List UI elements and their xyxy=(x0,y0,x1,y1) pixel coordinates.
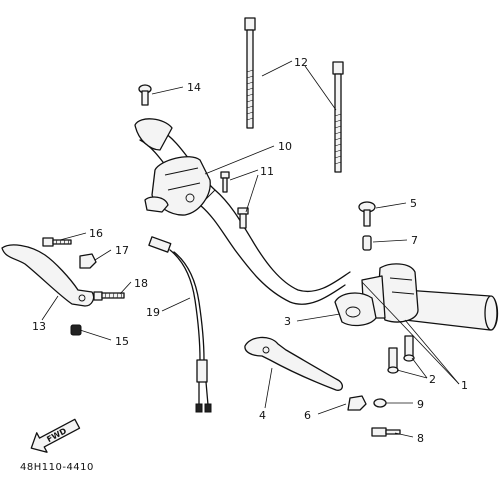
callout-17: 17 xyxy=(115,244,129,257)
callout-3: 3 xyxy=(284,315,291,328)
fwd-arrow: FWD xyxy=(30,418,81,453)
callout-15: 15 xyxy=(115,335,129,348)
nut-15 xyxy=(70,324,82,336)
clutch-lever xyxy=(1,244,95,307)
long-bolt-left xyxy=(244,17,256,129)
callout-10: 10 xyxy=(278,140,292,153)
nut-17 xyxy=(79,253,97,269)
callout-8: 8 xyxy=(417,432,424,445)
bolt-16 xyxy=(42,237,72,247)
callout-19: 19 xyxy=(146,306,160,319)
callout-7: 7 xyxy=(411,234,418,247)
callout-18: 18 xyxy=(134,277,148,290)
right-switch-housing xyxy=(334,263,419,327)
leader-lines xyxy=(41,60,460,438)
screw-2-b xyxy=(387,347,399,374)
callout-4: 4 xyxy=(259,409,266,422)
callout-labels: 1 2 3 4 5 6 7 8 9 10 11 12 13 14 15 16 1… xyxy=(32,56,468,445)
long-bolt-right xyxy=(332,61,344,173)
screw-2-a xyxy=(403,335,415,362)
brake-lever xyxy=(244,336,343,391)
screw-11-upper xyxy=(220,171,230,193)
screw-14 xyxy=(138,84,152,106)
callout-13: 13 xyxy=(32,320,46,333)
callout-5: 5 xyxy=(410,197,417,210)
screw-11-lower xyxy=(237,207,249,229)
callout-11: 11 xyxy=(260,165,274,178)
callout-14: 14 xyxy=(187,81,201,94)
callout-12: 12 xyxy=(294,56,308,69)
callout-6: 6 xyxy=(304,409,311,422)
clutch-cable xyxy=(148,236,212,413)
washer-9 xyxy=(373,398,387,408)
bolt-5 xyxy=(358,201,376,227)
bolt-8 xyxy=(371,427,401,437)
diagram-part-number: 48H110-4410 xyxy=(20,462,94,473)
spacer-7 xyxy=(362,235,372,251)
callout-2: 2 xyxy=(429,373,436,386)
handlebar xyxy=(134,118,499,331)
nut-6 xyxy=(347,395,367,411)
callout-16: 16 xyxy=(89,227,103,240)
left-switch-housing xyxy=(144,156,211,216)
callout-1: 1 xyxy=(461,379,468,392)
callout-9: 9 xyxy=(417,398,424,411)
screw-18 xyxy=(93,291,125,301)
